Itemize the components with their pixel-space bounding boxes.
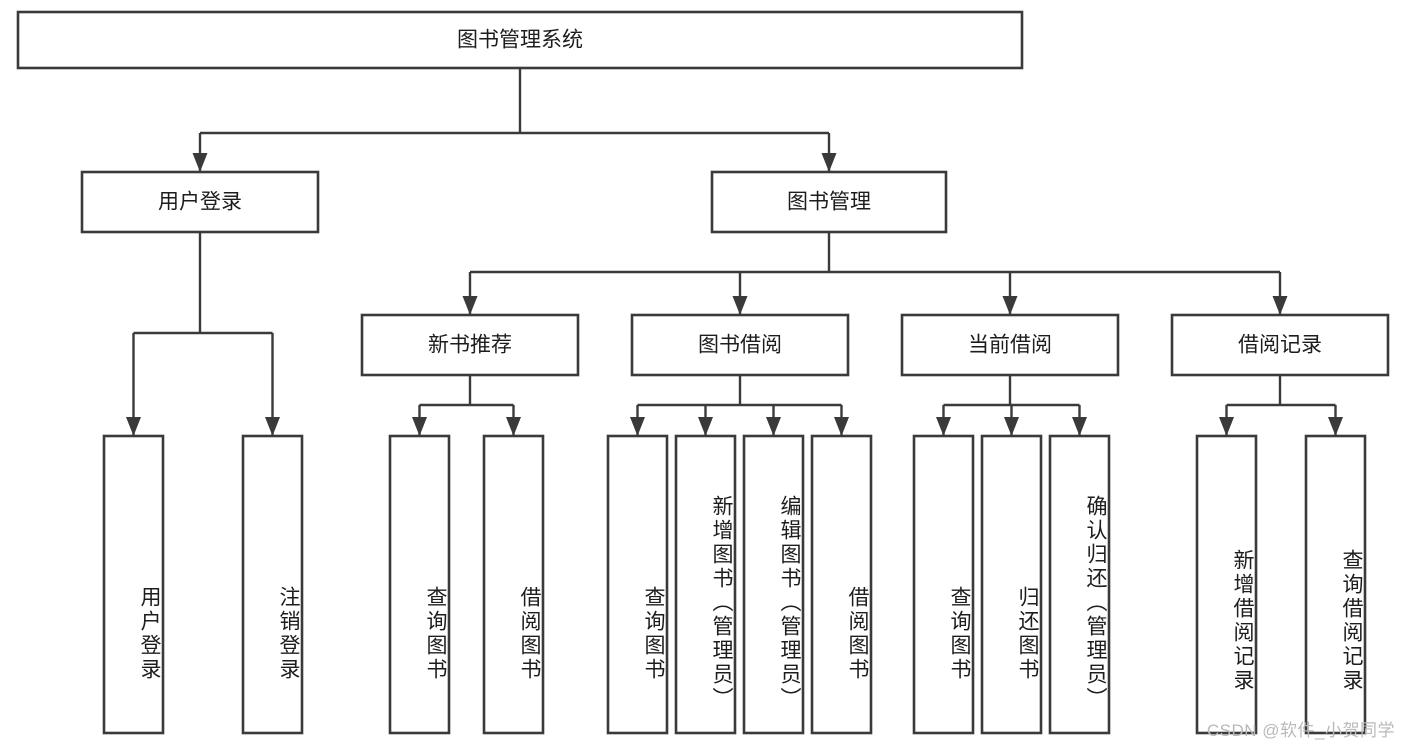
arrow-head-borrow-record	[1272, 296, 1288, 315]
arrow-head-edit-book-admin	[766, 417, 781, 436]
node-query-book-3[interactable]	[912, 434, 975, 735]
node-box-current-borrow[interactable]	[900, 313, 1120, 377]
arrow-head-book-manage	[821, 153, 837, 172]
node-box-edit-book-admin[interactable]	[742, 434, 805, 735]
arrow-head-return-book	[1004, 417, 1019, 436]
node-box-new-book-rec[interactable]	[360, 313, 580, 377]
arrow-head-user-login-do	[126, 417, 141, 436]
node-user-login[interactable]: 用户登录	[80, 170, 320, 234]
node-book-manage[interactable]: 图书管理	[710, 170, 948, 234]
node-root[interactable]: 图书管理系统	[16, 10, 1024, 70]
node-box-query-book-3[interactable]	[912, 434, 975, 735]
node-return-book[interactable]	[980, 434, 1043, 735]
node-box-query-book-1[interactable]	[388, 434, 451, 735]
node-book-borrow[interactable]: 图书借阅	[630, 313, 850, 377]
node-box-borrow-book-2[interactable]	[810, 434, 873, 735]
arrow-head-current-borrow	[1002, 296, 1018, 315]
node-box-borrow-book-1[interactable]	[482, 434, 545, 735]
arrow-head-add-book-admin	[698, 417, 713, 436]
arrow-head-user-login	[192, 153, 208, 172]
node-box-add-book-admin[interactable]	[674, 434, 737, 735]
node-edit-book-admin[interactable]	[742, 434, 805, 735]
arrow-head-query-book-1	[412, 417, 427, 436]
watermark-text: CSDN @软件_小贺同学	[1206, 721, 1395, 740]
node-add-borrow-record[interactable]	[1195, 434, 1258, 735]
node-box-query-borrow-record[interactable]	[1304, 434, 1367, 735]
node-user-login-do[interactable]	[102, 434, 165, 735]
node-box-add-borrow-record[interactable]	[1195, 434, 1258, 735]
node-box-return-book[interactable]	[980, 434, 1043, 735]
node-borrow-book-1[interactable]	[482, 434, 545, 735]
node-label-root: 图书管理系统	[457, 29, 583, 52]
node-box-root[interactable]	[16, 10, 1024, 70]
node-label-user-login: 用户登录	[158, 191, 242, 214]
node-label-borrow-record: 借阅记录	[1238, 334, 1322, 357]
node-user-logout[interactable]	[241, 434, 304, 735]
node-borrow-book-2[interactable]	[810, 434, 873, 735]
node-add-book-admin[interactable]	[674, 434, 737, 735]
arrow-head-query-borrow-record	[1328, 417, 1343, 436]
node-borrow-record[interactable]: 借阅记录	[1170, 313, 1390, 377]
node-label-new-book-rec: 新书推荐	[428, 334, 512, 357]
arrow-head-book-borrow	[732, 296, 748, 315]
node-new-book-rec[interactable]: 新书推荐	[360, 313, 580, 377]
node-label-current-borrow: 当前借阅	[968, 334, 1052, 357]
node-box-book-borrow[interactable]	[630, 313, 850, 377]
node-query-book-2[interactable]	[606, 434, 669, 735]
node-label-book-borrow: 图书借阅	[698, 334, 782, 357]
node-box-user-logout[interactable]	[241, 434, 304, 735]
arrow-head-new-book-rec	[462, 296, 478, 315]
arrow-head-query-book-2	[630, 417, 645, 436]
arrow-head-borrow-book-2	[834, 417, 849, 436]
node-current-borrow[interactable]: 当前借阅	[900, 313, 1120, 377]
arrow-head-add-borrow-record	[1219, 417, 1234, 436]
node-query-book-1[interactable]	[388, 434, 451, 735]
arrow-head-user-logout	[265, 417, 280, 436]
node-box-book-manage[interactable]	[710, 170, 948, 234]
arrow-head-borrow-book-1	[506, 417, 521, 436]
node-label-book-manage: 图书管理	[787, 191, 871, 214]
node-box-confirm-return-admin[interactable]	[1048, 434, 1111, 735]
node-box-user-login-do[interactable]	[102, 434, 165, 735]
arrow-head-confirm-return-admin	[1072, 417, 1087, 436]
node-box-borrow-record[interactable]	[1170, 313, 1390, 377]
arrow-head-query-book-3	[936, 417, 951, 436]
node-confirm-return-admin[interactable]	[1048, 434, 1111, 735]
node-query-borrow-record[interactable]	[1304, 434, 1367, 735]
node-box-query-book-2[interactable]	[606, 434, 669, 735]
